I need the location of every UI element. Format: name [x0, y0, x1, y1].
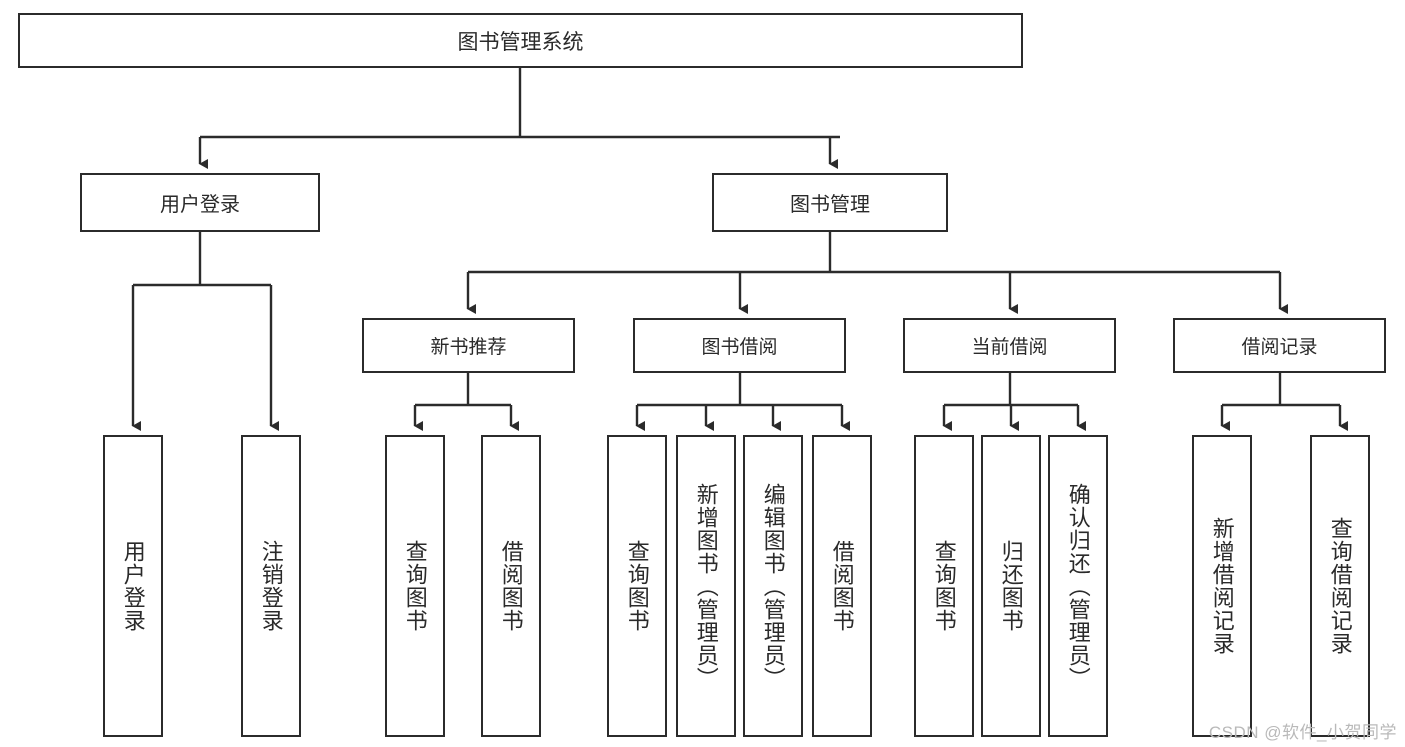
leaf-query-book-borrow[interactable]: 查询图书	[607, 435, 667, 737]
node-book-borrow[interactable]: 图书借阅	[633, 318, 846, 373]
leaf-add-book-admin[interactable]: 新增图书（管理员）	[676, 435, 736, 737]
leaf-confirm-return-admin[interactable]: 确认归还（管理员）	[1048, 435, 1108, 737]
leaf-return-book[interactable]: 归还图书	[981, 435, 1041, 737]
leaf-query-borrow-record[interactable]: 查询借阅记录	[1310, 435, 1370, 737]
node-label: 新书推荐	[430, 337, 507, 358]
node-root-book-management-system[interactable]: 图书管理系统	[18, 13, 1023, 68]
leaf-label: 注销登录	[258, 540, 284, 632]
node-label: 借阅记录	[1241, 337, 1318, 358]
leaf-label: 用户登录	[120, 540, 146, 632]
leaf-label: 编辑图书（管理员）	[760, 482, 786, 690]
node-user-login[interactable]: 用户登录	[80, 173, 320, 232]
node-label: 图书管理	[790, 194, 870, 216]
node-label: 用户登录	[160, 194, 240, 216]
node-label: 当前借阅	[971, 337, 1048, 358]
leaf-label: 查询图书	[624, 540, 650, 632]
leaf-label: 确认归还（管理员）	[1065, 482, 1091, 690]
node-label: 图书借阅	[701, 337, 778, 358]
leaf-label: 查询图书	[402, 540, 428, 632]
leaf-borrow-book[interactable]: 借阅图书	[812, 435, 872, 737]
leaf-label: 新增借阅记录	[1209, 517, 1235, 655]
leaf-logout[interactable]: 注销登录	[241, 435, 301, 737]
leaf-edit-book-admin[interactable]: 编辑图书（管理员）	[743, 435, 803, 737]
leaf-borrow-book-recommend[interactable]: 借阅图书	[481, 435, 541, 737]
leaf-query-book-recommend[interactable]: 查询图书	[385, 435, 445, 737]
leaf-label: 借阅图书	[829, 540, 855, 632]
leaf-query-book-current[interactable]: 查询图书	[914, 435, 974, 737]
node-label: 图书管理系统	[457, 30, 584, 54]
leaf-user-login[interactable]: 用户登录	[103, 435, 163, 737]
node-new-book-recommend[interactable]: 新书推荐	[362, 318, 575, 373]
node-borrow-record[interactable]: 借阅记录	[1173, 318, 1386, 373]
leaf-add-borrow-record[interactable]: 新增借阅记录	[1192, 435, 1252, 737]
leaf-label: 查询图书	[931, 540, 957, 632]
node-book-management[interactable]: 图书管理	[712, 173, 948, 232]
leaf-label: 新增图书（管理员）	[693, 482, 719, 690]
leaf-label: 归还图书	[998, 540, 1024, 632]
leaf-label: 借阅图书	[498, 540, 524, 632]
node-current-borrow[interactable]: 当前借阅	[903, 318, 1116, 373]
leaf-label: 查询借阅记录	[1327, 517, 1353, 655]
csdn-watermark: CSDN @软件_小贺同学	[1208, 723, 1397, 742]
